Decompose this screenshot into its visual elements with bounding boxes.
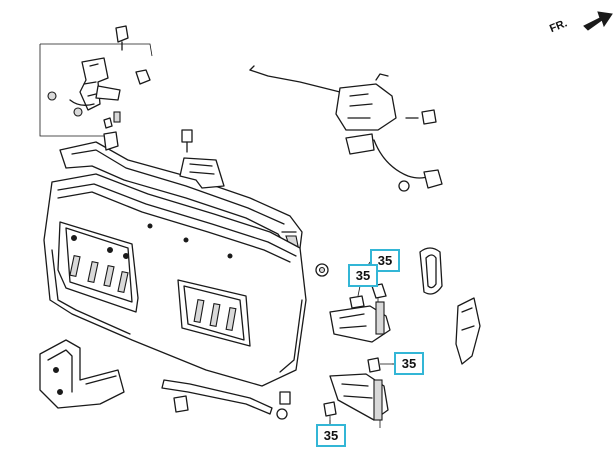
gas-strut bbox=[161, 379, 291, 420]
bolt-icon bbox=[405, 109, 437, 125]
tailgate-panel bbox=[43, 173, 307, 387]
bolt-icon bbox=[323, 401, 337, 426]
bolt-icon bbox=[103, 117, 113, 129]
side-hook bbox=[455, 297, 481, 365]
callout-hinge-bolt-lower-right: 35 bbox=[394, 352, 424, 375]
striker-bracket bbox=[179, 129, 225, 189]
lower-hinge bbox=[329, 373, 389, 428]
arrow-forward-icon bbox=[583, 11, 613, 31]
clip-icon bbox=[279, 391, 291, 405]
latch-assembly-inset bbox=[39, 25, 153, 137]
callout-hinge-bolt-upper-left: 35 bbox=[348, 264, 378, 287]
support-bracket bbox=[39, 339, 125, 409]
lock-assembly bbox=[249, 65, 443, 192]
upper-hinge bbox=[329, 286, 391, 343]
clip-icon bbox=[135, 69, 151, 85]
bolt-icon bbox=[367, 357, 396, 373]
clip-icon bbox=[103, 131, 119, 151]
nut-icon bbox=[315, 263, 329, 277]
bolt-icon bbox=[371, 283, 387, 299]
bumper-seal bbox=[419, 247, 443, 295]
bolt-icon bbox=[181, 129, 193, 153]
clip-icon bbox=[115, 25, 129, 51]
callout-hinge-bolt-lower-left: 35 bbox=[316, 424, 346, 447]
clip-icon bbox=[173, 395, 189, 413]
